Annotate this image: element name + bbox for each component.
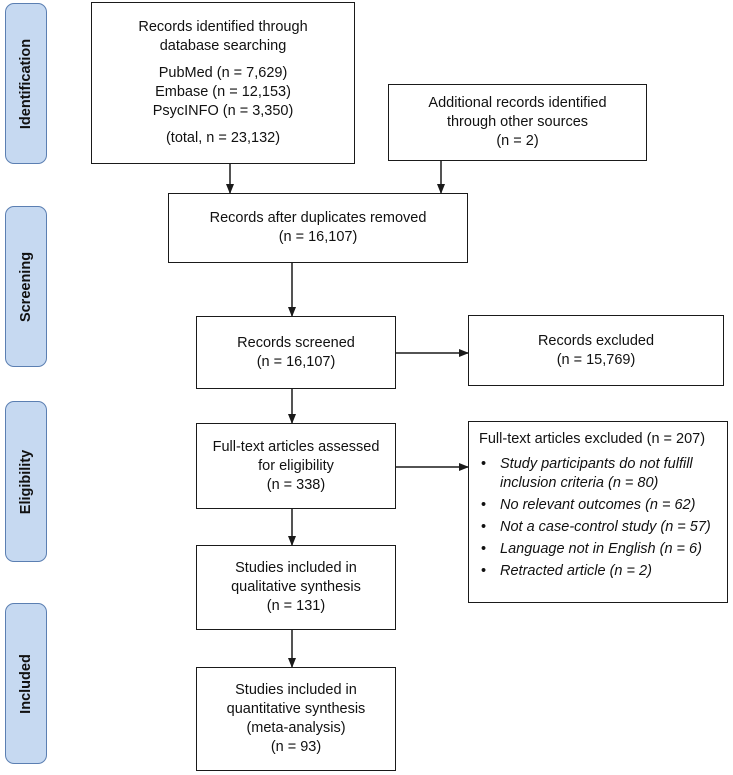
excluded-box: Records excluded (n = 15,769)	[468, 315, 724, 386]
duplicates-removed-box: Records after duplicates removed (n = 16…	[168, 193, 468, 263]
fulltext-assessed-line-2: for eligibility	[258, 457, 334, 474]
stage-eligibility: Eligibility	[5, 401, 47, 562]
other-sources-line-2: through other sources	[446, 114, 589, 130]
stage-identification: Identification	[5, 3, 47, 164]
fulltext-excluded-heading: Full-text articles excluded (n = 207)	[479, 431, 706, 447]
qualitative-synthesis-box: Studies included in qualitative synthesi…	[196, 545, 396, 630]
excluded-count: (n = 15,769)	[556, 351, 636, 368]
quantitative-line-1: Studies included in	[235, 682, 357, 698]
exclusion-reason: Language not in English (n = 6)	[479, 540, 719, 559]
db-search-line-2: database searching	[159, 38, 287, 54]
fulltext-assessed-count: (n = 338)	[266, 476, 326, 493]
screened-box: Records screened (n = 16,107)	[196, 316, 396, 389]
other-sources-box: Additional records identified through ot…	[388, 84, 647, 161]
qualitative-line-1: Studies included in	[235, 560, 357, 576]
source-embase: Embase (n = 12,153)	[155, 84, 291, 100]
quantitative-line-2: quantitative synthesis	[226, 701, 366, 717]
duplicates-removed-label: Records after duplicates removed	[209, 210, 427, 226]
quantitative-count: (n = 93)	[270, 739, 322, 755]
qualitative-count: (n = 131)	[266, 598, 326, 614]
excluded-label: Records excluded	[537, 332, 655, 349]
db-search-box: Records identified through database sear…	[91, 2, 355, 164]
exclusion-reason: Study participants do not fulfill inclus…	[479, 455, 719, 493]
screened-label: Records screened	[237, 334, 355, 351]
source-psycinfo: PsycINFO (n = 3,350)	[152, 103, 294, 119]
exclusion-reasons-list: Study participants do not fulfill inclus…	[479, 455, 719, 584]
fulltext-assessed-box: Full-text articles assessed for eligibil…	[196, 423, 396, 509]
exclusion-reason: No relevant outcomes (n = 62)	[479, 496, 719, 515]
duplicates-removed-count: (n = 16,107)	[278, 229, 358, 245]
quantitative-line-3: (meta-analysis)	[246, 720, 346, 736]
fulltext-assessed-line-1: Full-text articles assessed	[212, 438, 380, 455]
source-pubmed: PubMed (n = 7,629)	[158, 65, 288, 81]
stage-screening: Screening	[5, 206, 47, 367]
stage-included: Included	[5, 603, 47, 764]
db-search-line-1: Records identified through	[138, 19, 308, 35]
screened-count: (n = 16,107)	[256, 353, 336, 370]
db-search-total: (total, n = 23,132)	[165, 130, 281, 146]
exclusion-reason: Retracted article (n = 2)	[479, 562, 719, 581]
quantitative-synthesis-box: Studies included in quantitative synthes…	[196, 667, 396, 771]
fulltext-excluded-box: Full-text articles excluded (n = 207) St…	[468, 421, 728, 603]
other-sources-line-1: Additional records identified	[428, 95, 607, 111]
qualitative-line-2: qualitative synthesis	[231, 579, 361, 595]
exclusion-reason: Not a case-control study (n = 57)	[479, 518, 719, 537]
other-sources-count: (n = 2)	[496, 133, 539, 149]
